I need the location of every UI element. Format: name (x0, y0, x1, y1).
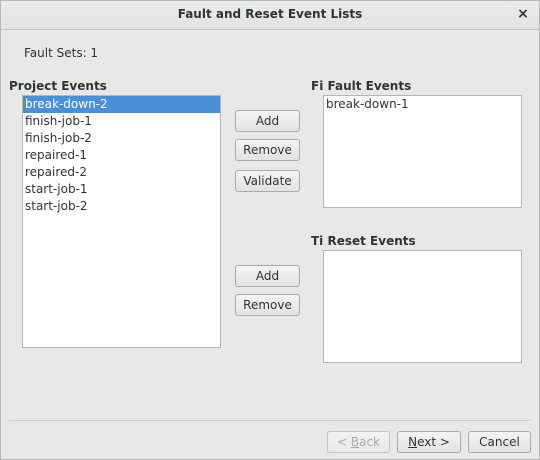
add-reset-button[interactable]: Add (235, 265, 300, 287)
add-fault-button[interactable]: Add (235, 110, 300, 132)
footer-separator (9, 420, 531, 421)
list-item[interactable]: break-down-2 (23, 96, 220, 113)
close-icon[interactable]: × (517, 6, 529, 22)
ti-reset-events-heading: Ti Reset Events (311, 234, 416, 248)
validate-button[interactable]: Validate (235, 170, 300, 192)
fi-fault-events-heading: Fi Fault Events (311, 79, 412, 93)
cancel-button[interactable]: Cancel (468, 431, 531, 453)
list-item[interactable]: repaired-2 (25, 165, 87, 179)
next-button[interactable]: Next > (397, 431, 461, 453)
fi-fault-events-list[interactable]: break-down-1 (323, 95, 522, 208)
ti-reset-events-list[interactable] (323, 250, 522, 363)
next-rest: ext > (417, 435, 450, 449)
list-item[interactable]: start-job-1 (25, 182, 88, 196)
project-events-heading: Project Events (9, 79, 107, 93)
back-prefix: < (336, 435, 351, 449)
list-item[interactable]: start-job-2 (25, 199, 88, 213)
title-bar[interactable]: Fault and Reset Event Lists × (1, 1, 539, 30)
back-mnemonic: B (350, 435, 360, 449)
back-button: < Back (327, 431, 390, 453)
list-item[interactable]: finish-job-1 (25, 114, 92, 128)
list-item[interactable]: repaired-1 (25, 148, 87, 162)
list-item[interactable]: finish-job-2 (25, 131, 92, 145)
remove-fault-button[interactable]: Remove (235, 139, 300, 161)
back-rest: ack (359, 435, 380, 449)
fault-sets-label: Fault Sets: 1 (24, 46, 99, 60)
window-title: Fault and Reset Event Lists (177, 7, 363, 21)
next-mnemonic: N (408, 435, 418, 449)
project-events-list[interactable]: break-down-2 finish-job-1 finish-job-2 r… (22, 95, 221, 348)
list-item[interactable]: break-down-1 (326, 97, 409, 111)
remove-reset-button[interactable]: Remove (235, 294, 300, 316)
